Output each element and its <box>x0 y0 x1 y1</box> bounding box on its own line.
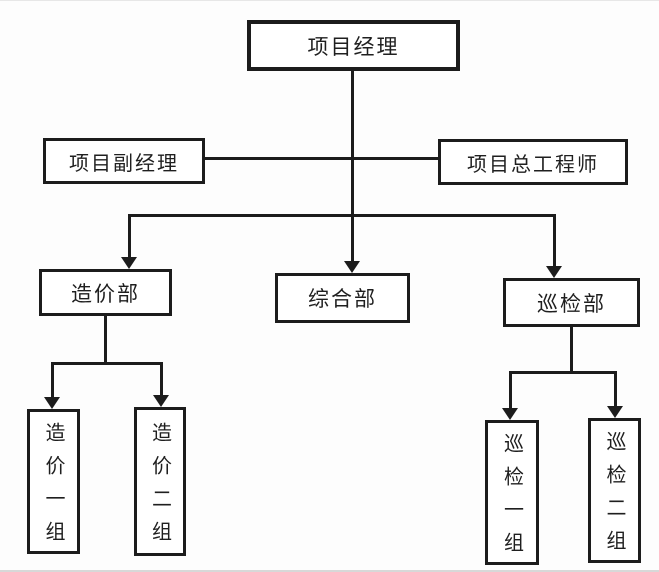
node-general-dept-label: 综合部 <box>308 288 377 311</box>
connector-inspection-groups-horizontal <box>509 371 617 374</box>
arrowhead-inspection-dept <box>546 266 562 278</box>
node-general-dept: 综合部 <box>275 273 410 323</box>
connector-drop-cost-group-1 <box>51 362 54 398</box>
node-inspection-group-1-label: 巡检一组 <box>500 433 523 565</box>
arrowhead-cost-group-1 <box>44 397 60 409</box>
node-cost-group-1: 造价一组 <box>27 409 80 554</box>
connector-cost-groups-horizontal <box>51 362 163 365</box>
node-chief-engineer: 项目总工程师 <box>438 139 628 185</box>
connector-inspection-dept-down <box>570 327 573 374</box>
arrowhead-inspection-group-2 <box>607 406 623 418</box>
node-inspection-dept-label: 巡检部 <box>537 292 606 316</box>
connector-dept-horizontal <box>128 214 556 217</box>
arrowhead-cost-group-2 <box>153 395 169 407</box>
node-cost-dept: 造价部 <box>39 269 172 316</box>
connector-drop-cost-group-2 <box>160 362 163 397</box>
node-cost-dept-label: 造价部 <box>71 282 140 306</box>
image-bottom-border <box>0 570 659 572</box>
node-cost-group-1-label: 造价一组 <box>42 422 64 554</box>
connector-main-vertical <box>351 71 354 263</box>
node-project-manager: 项目经理 <box>247 20 460 71</box>
node-cost-group-2: 造价二组 <box>134 407 186 556</box>
node-inspection-group-2: 巡检二组 <box>588 418 641 563</box>
node-deputy-manager-label: 项目副经理 <box>69 152 179 175</box>
node-chief-engineer-label: 项目总工程师 <box>467 153 599 176</box>
node-cost-group-2-label: 造价二组 <box>148 422 171 554</box>
arrowhead-inspection-group-1 <box>502 408 518 420</box>
node-deputy-manager: 项目副经理 <box>43 138 205 184</box>
node-project-manager-label: 项目经理 <box>307 35 400 59</box>
node-inspection-dept: 巡检部 <box>503 278 640 327</box>
connector-drop-inspection-dept <box>553 214 556 268</box>
connector-drop-inspection-group-2 <box>614 371 617 407</box>
connector-level2-horizontal <box>205 157 438 160</box>
arrowhead-cost-dept <box>121 257 137 269</box>
connector-drop-inspection-group-1 <box>509 371 512 409</box>
arrowhead-general-dept <box>344 261 360 273</box>
node-inspection-group-2-label: 巡检二组 <box>603 431 625 563</box>
connector-cost-dept-down <box>104 316 107 365</box>
node-inspection-group-1: 巡检一组 <box>485 420 539 565</box>
connector-drop-cost-dept <box>128 214 131 259</box>
